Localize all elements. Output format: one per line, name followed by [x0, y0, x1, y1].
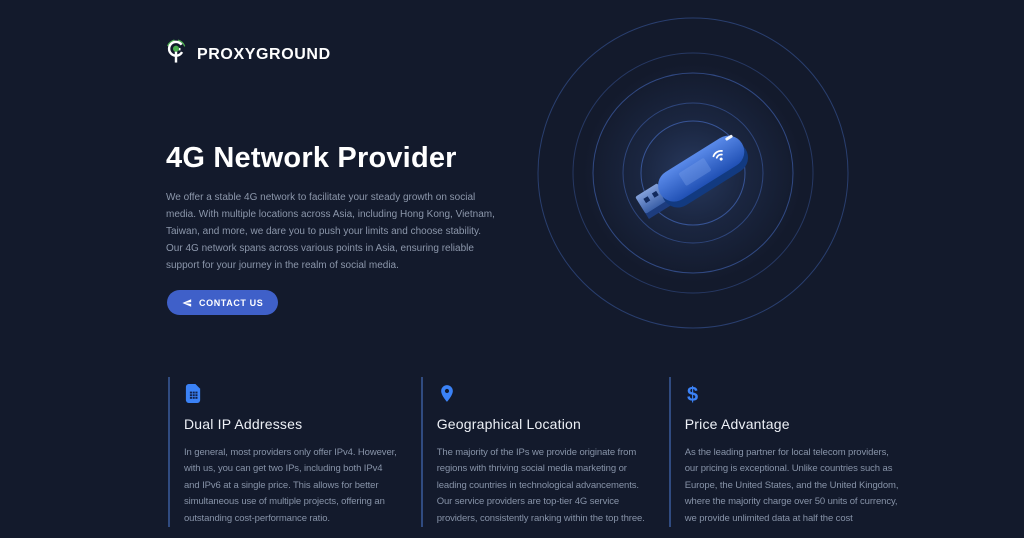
feature-body-line: and IPv6 at a single price. This allows … — [184, 479, 379, 491]
proxyground-g-icon — [163, 37, 189, 72]
hero-section: 4G Network Provider We offer a stable 4G… — [166, 142, 526, 274]
contact-us-label: CONTACT US — [199, 297, 264, 308]
feature-body-line: where the majority charge over 50 units … — [684, 496, 898, 508]
usb-dongle-illustration — [528, 8, 858, 338]
contact-us-button[interactable]: CONTACT US — [167, 290, 279, 315]
dollar-icon: $ — [685, 383, 899, 405]
hero-description-line: Our 4G network spans across various poin… — [166, 243, 474, 254]
feature-geo-location: Geographical Location The majority of th… — [420, 377, 669, 528]
features-section: Dual IP Addresses In general, most provi… — [168, 377, 898, 528]
feature-price-advantage: $ Price Advantage As the leading partner… — [668, 377, 923, 528]
page-title: 4G Network Provider — [166, 142, 457, 174]
hero-description-line: We offer a stable 4G network to facilita… — [166, 192, 476, 203]
feature-body: As the leading partner for local telecom… — [685, 445, 899, 527]
hero-description-line: support for your journey in the realm of… — [166, 260, 399, 271]
feature-body-line: leading countries in technological advan… — [436, 479, 639, 491]
feature-body-line: our pricing is exceptional. Unlike count… — [684, 463, 893, 475]
hero-description-line: Taiwan, and more, we dare you to push yo… — [166, 226, 481, 237]
feature-title: Price Advantage — [684, 416, 790, 432]
feature-body-line: with us, you can get two IPs, including … — [184, 463, 383, 475]
send-icon — [182, 298, 192, 308]
feature-body-line: As the leading partner for local telecom… — [684, 447, 889, 458]
feature-body-line: providers, consistently ranking within t… — [436, 512, 645, 524]
feature-body-line: regions with thriving social media marke… — [436, 463, 627, 475]
feature-body: In general, most providers only offer IP… — [184, 445, 397, 527]
feature-title: Dual IP Addresses — [184, 416, 303, 432]
usb-dongle — [635, 134, 749, 219]
feature-body-line: outstanding cost-performance ratio. — [184, 512, 330, 524]
feature-body-line: The majority of the IPs we provide origi… — [436, 447, 637, 458]
feature-body-line: we provide unlimited data at half the co… — [684, 512, 853, 524]
brand-logo[interactable]: PROXYGROUND — [163, 37, 331, 72]
feature-body-line: simultaneous use of multiple projects, o… — [184, 496, 385, 508]
feature-body: The majority of the IPs we provide origi… — [437, 445, 645, 527]
feature-body-line: In general, most providers only offer IP… — [184, 447, 397, 458]
wifi-icon — [712, 150, 723, 161]
feature-body-line: Europe, the United States, and the Unite… — [684, 479, 899, 491]
hero-description: We offer a stable 4G network to facilita… — [166, 189, 526, 274]
sim-card-icon — [184, 383, 397, 404]
svg-text:$: $ — [687, 384, 698, 405]
feature-body-line: Our service providers are top-tier 4G se… — [436, 496, 620, 508]
map-pin-icon — [437, 383, 645, 404]
feature-dual-ip: Dual IP Addresses In general, most provi… — [168, 377, 421, 528]
feature-title: Geographical Location — [436, 416, 581, 432]
hero-description-line: media. With multiple locations across As… — [166, 209, 495, 220]
brand-name: PROXYGROUND — [197, 45, 331, 63]
